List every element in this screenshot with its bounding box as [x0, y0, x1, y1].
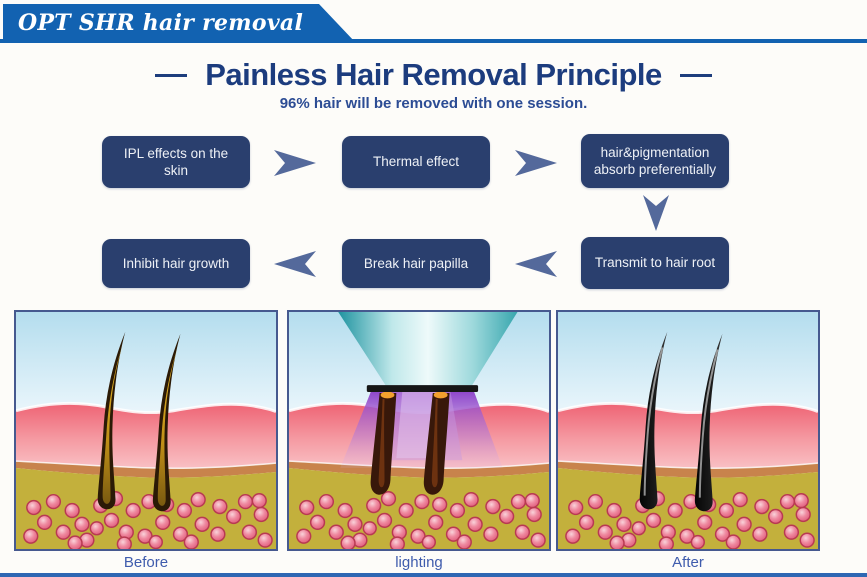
footer-divider-line — [0, 573, 867, 577]
brand-title: OPT SHR hair removal — [18, 10, 304, 36]
page-title: Painless Hair Removal Principle — [205, 57, 662, 92]
skin-lighting-image — [289, 312, 549, 549]
caption-after: After — [672, 554, 704, 571]
ipl-handpiece — [338, 312, 518, 392]
flow-step-transmit-root: Transmit to hair root — [581, 237, 729, 289]
skin-after-image — [558, 312, 818, 549]
header-divider-line — [0, 39, 867, 43]
arrow-down-icon — [643, 195, 669, 231]
panel-lighting-illustration — [287, 310, 551, 551]
caption-before: Before — [123, 554, 169, 571]
page-subtitle: 96% hair will be removed with one sessio… — [279, 95, 588, 112]
panel-after-illustration — [556, 310, 820, 551]
caption-lighting: lighting — [395, 554, 443, 571]
arrow-left-icon — [515, 251, 557, 277]
header-banner: OPT SHR hair removal — [3, 4, 355, 42]
flow-step-absorb: hair&pigmentation absorb preferentially — [581, 134, 729, 188]
title-row: Painless Hair Removal Principle — [0, 57, 867, 93]
arrow-right-icon — [274, 150, 316, 176]
title-dash-left — [155, 73, 188, 77]
arrow-left-icon — [274, 251, 316, 277]
flow-step-inhibit-growth: Inhibit hair growth — [102, 239, 250, 288]
flow-step-ipl-effects: IPL effects on the skin — [102, 136, 250, 188]
flow-step-break-papilla: Break hair papilla — [342, 239, 490, 288]
flow-step-thermal-effect: Thermal effect — [342, 136, 490, 188]
title-dash-right — [679, 73, 712, 77]
skin-before-image — [16, 312, 276, 549]
panel-before-illustration — [14, 310, 278, 551]
arrow-right-icon — [515, 150, 557, 176]
